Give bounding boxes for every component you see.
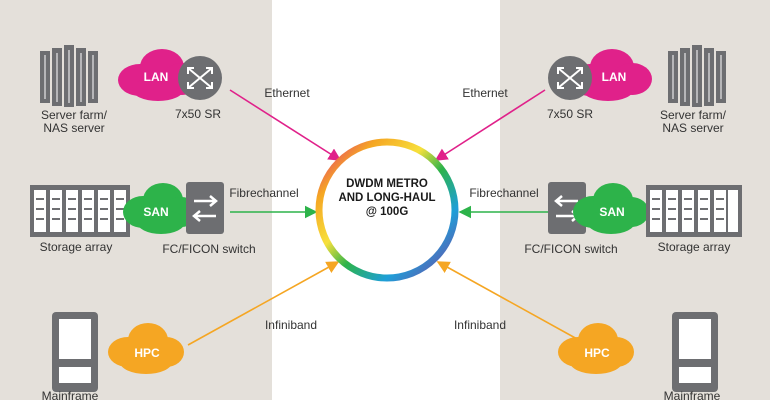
storage-array-label: Storage array — [39, 240, 113, 254]
mainframe-label: Mainframe — [663, 389, 721, 400]
hpc-cloud-icon — [108, 323, 184, 374]
fibrechannel-label: Fibrechannel — [469, 186, 539, 200]
hub-label-line-2: AND LONG-HAUL — [338, 192, 436, 204]
server-farm-label-line-2: NAS server — [43, 121, 105, 135]
fc-switch-label: FC/FICON switch — [162, 242, 256, 256]
san-label: SAN — [599, 205, 625, 219]
san-label: SAN — [143, 205, 169, 219]
lan-label: LAN — [601, 70, 627, 84]
router-label: 7x50 SR — [546, 107, 594, 121]
hpc-label: HPC — [584, 346, 610, 360]
lan-label: LAN — [143, 70, 169, 84]
router-icon — [178, 56, 222, 100]
storage-array-label: Storage array — [657, 240, 731, 254]
mainframe-icon — [672, 312, 718, 392]
server-farm-icon — [668, 45, 726, 107]
router-icon — [548, 56, 592, 100]
server-farm-label-line-1: Server farm/ — [659, 108, 727, 122]
server-farm-label-line-1: Server farm/ — [40, 108, 108, 122]
hub-label: DWDM METRO AND LONG-HAUL @ 100G — [317, 177, 457, 219]
storage-array-icon — [646, 185, 742, 237]
ethernet-link-right — [434, 89, 546, 161]
hub-label-line-1: DWDM METRO — [346, 178, 428, 190]
hpc-label: HPC — [134, 346, 160, 360]
san-cloud-icon — [573, 183, 649, 234]
fc-switch-label: FC/FICON switch — [524, 242, 618, 256]
server-farm-icon — [40, 45, 98, 107]
infiniband-link-right — [436, 261, 589, 346]
ethernet-label: Ethernet — [462, 86, 508, 100]
server-farm-label-line-2: NAS server — [662, 121, 724, 135]
ethernet-link-left — [229, 89, 342, 161]
ethernet-label: Ethernet — [264, 86, 310, 100]
infiniband-link-left — [187, 261, 340, 346]
mainframe-icon — [52, 312, 98, 392]
hpc-cloud-icon — [558, 323, 634, 374]
router-label: 7x50 SR — [174, 107, 222, 121]
hub-label-line-3: @ 100G — [365, 206, 409, 218]
infiniband-label: Infiniband — [453, 318, 507, 332]
fibrechannel-label: Fibrechannel — [229, 186, 299, 200]
mainframe-label: Mainframe — [41, 389, 99, 400]
infiniband-label: Infiniband — [264, 318, 318, 332]
fc-switch-icon — [186, 182, 224, 234]
dwdm-hub-ring — [315, 138, 459, 282]
san-cloud-icon — [123, 183, 199, 234]
storage-array-icon — [30, 185, 130, 237]
